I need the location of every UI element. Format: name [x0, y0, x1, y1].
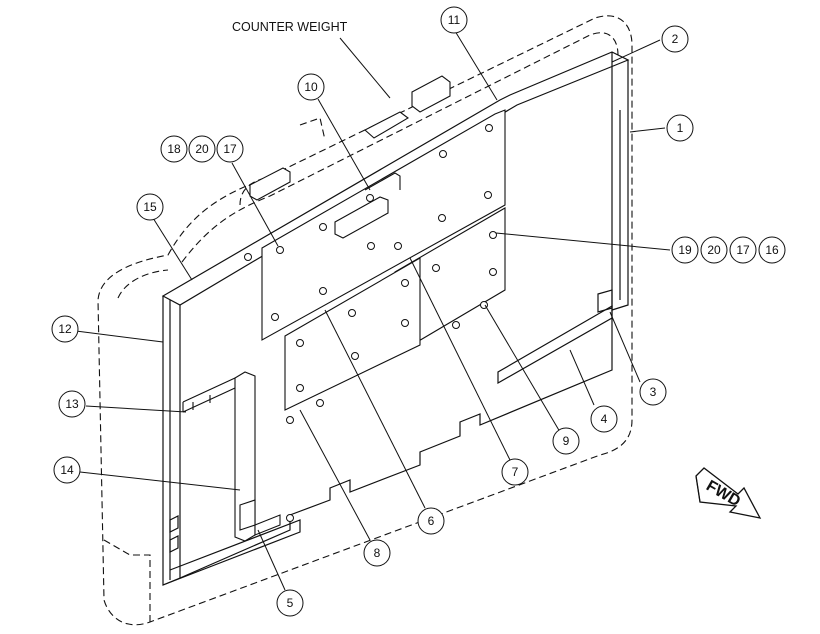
callout-group-19-20-17-16: 19 20 17 16 — [671, 236, 786, 264]
callout-5-label: 5 — [287, 596, 294, 610]
callout-7-label: 7 — [512, 465, 519, 479]
callout-2-label: 2 — [672, 32, 679, 46]
callout-14-label: 14 — [60, 463, 74, 477]
callout-18-label: 18 — [167, 142, 181, 156]
callout-4: 4 — [590, 405, 618, 433]
callout-9: 9 — [552, 427, 580, 455]
callout-11-label: 11 — [448, 13, 461, 27]
callout-14: 14 — [53, 456, 81, 484]
callout-10-label: 10 — [304, 80, 318, 94]
counterweight-body — [97, 15, 633, 626]
leader-lines — [75, 30, 671, 591]
callout-11: 11 — [440, 6, 468, 34]
callout-8: 8 — [363, 539, 391, 567]
callout-3-label: 3 — [650, 385, 657, 399]
plate-lower-left — [284, 257, 421, 411]
callout-12: 12 — [51, 315, 79, 343]
callout-1: 1 — [666, 114, 694, 142]
callout-group-18-20-17: 18 20 17 — [160, 135, 244, 163]
bracket-top — [249, 75, 451, 239]
callout-20b-label: 20 — [707, 243, 721, 257]
callout-3: 3 — [639, 378, 667, 406]
callout-20-label: 20 — [195, 142, 209, 156]
callout-12-label: 12 — [58, 322, 72, 336]
plate-upper — [261, 109, 506, 341]
callout-8-label: 8 — [374, 546, 381, 560]
callout-19-label: 19 — [678, 243, 692, 257]
callout-13: 13 — [58, 390, 86, 418]
callout-2: 2 — [661, 25, 689, 53]
callout-16-label: 16 — [765, 243, 779, 257]
side-bracket — [182, 371, 281, 542]
callout-15-label: 15 — [143, 200, 157, 214]
mounting-frame — [161, 51, 630, 586]
counterweight-label: COUNTER WEIGHT — [232, 20, 348, 34]
callout-5: 5 — [276, 589, 304, 617]
callout-17-label: 17 — [223, 142, 237, 156]
callout-13-label: 13 — [65, 397, 79, 411]
callout-7: 7 — [501, 458, 529, 486]
callout-6: 6 — [417, 507, 445, 535]
callout-10: 10 — [297, 73, 325, 101]
callout-9-label: 9 — [563, 434, 570, 448]
callout-15: 15 — [136, 193, 164, 221]
callout-17b-label: 17 — [736, 243, 750, 257]
callout-1-label: 1 — [677, 121, 684, 135]
forward-arrow-icon: FWD — [695, 467, 762, 519]
bolt-holes — [244, 124, 497, 522]
callout-6-label: 6 — [428, 514, 435, 528]
callout-4-label: 4 — [601, 412, 608, 426]
